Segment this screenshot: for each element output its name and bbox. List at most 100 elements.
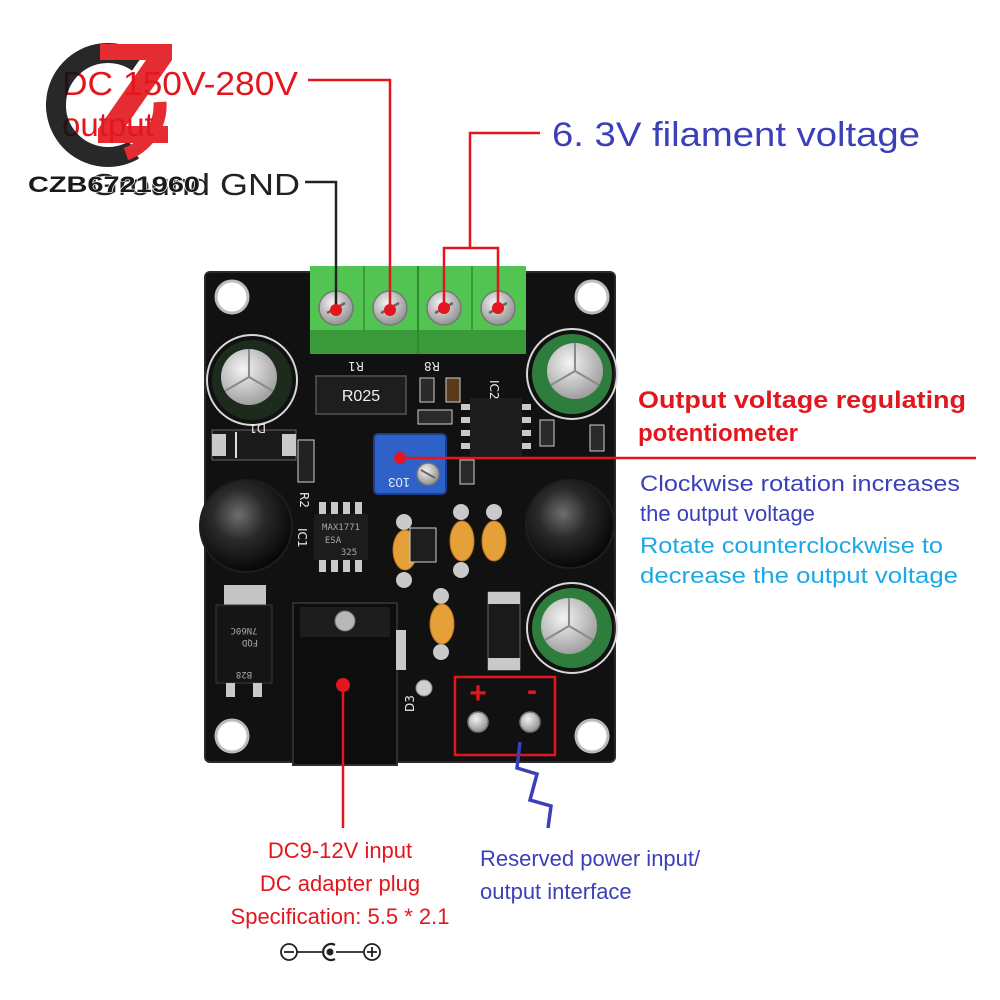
capacitor-vent (224, 349, 274, 392)
logo-watermark: CZB6721960 (28, 172, 200, 197)
cap-pad (433, 644, 449, 660)
ic-pin (331, 560, 338, 572)
cap-pad (453, 504, 469, 520)
cap-pad (396, 514, 412, 530)
filament-terminal-block (417, 266, 526, 354)
ic-pin (343, 560, 350, 572)
smd-part (409, 527, 437, 563)
reserved-port-minus: - (527, 674, 537, 707)
smd-resistor (459, 459, 475, 485)
mosfet-marking-line2: 7N60C (230, 625, 257, 635)
ic-pin (461, 430, 471, 436)
ground-leader-line (305, 180, 338, 310)
cap-body (481, 520, 507, 562)
ic-pin (319, 560, 326, 572)
cap-pad (486, 504, 502, 520)
polarity-center-dot (326, 948, 334, 956)
inductor-left (199, 479, 293, 573)
potentiometer-screw-slot (420, 469, 436, 479)
dc-input-label-line1: DC9-12V input (268, 838, 412, 863)
potentiometer-title-line2: potentiometer (638, 420, 798, 447)
capacitor-vent (544, 598, 594, 641)
reserved-port-label-line2: output interface (480, 879, 632, 904)
potentiometer-title-line1: Output voltage regulating (638, 387, 966, 414)
silk-r2: R2 (297, 492, 311, 508)
filament-leader-line (468, 131, 540, 248)
ic-pin (461, 417, 471, 423)
ceramic-capacitor (429, 588, 455, 660)
ic-body (470, 398, 522, 456)
cap-body (449, 520, 475, 562)
potentiometer: 103 (373, 433, 447, 495)
ic-pin (521, 443, 531, 449)
cap-pad (453, 562, 469, 578)
capacitor-top-left (206, 334, 298, 426)
smd-resistor (419, 377, 435, 403)
filament-terminal-marker-a (438, 302, 450, 314)
silk-r8: R8 (424, 359, 440, 373)
diode-body (487, 591, 521, 671)
cap-pad (433, 588, 449, 604)
high-voltage-terminal-block (310, 266, 418, 354)
mosfet: FQD 7N60C B28 (215, 585, 273, 697)
mounting-hole-top-left (214, 279, 250, 315)
cap-body (429, 603, 455, 645)
ic-pin (331, 502, 338, 514)
ic-pin (521, 430, 531, 436)
diode-vertical (487, 591, 521, 671)
resistor-body (315, 375, 407, 415)
mosfet-lead (253, 683, 262, 697)
ic-pin (461, 443, 471, 449)
diode-pad (488, 658, 520, 670)
smd-resistor (445, 377, 461, 403)
hv-output-leader-line (308, 78, 392, 310)
mosfet-body (215, 604, 273, 684)
clockwise-note-line1: Clockwise rotation increases (640, 471, 960, 496)
smd-resistor (417, 409, 453, 425)
mosfet-marking-line3: B28 (236, 669, 252, 679)
silk-ic2: IC2 (487, 380, 501, 400)
ceramic-capacitor (481, 504, 507, 562)
silk-ic1: IC1 (295, 528, 309, 548)
brand-logo (46, 43, 172, 167)
filament-terminal-marker-b (492, 302, 504, 314)
diode-d1 (211, 429, 297, 461)
logo-z-mark (98, 44, 172, 143)
filament-voltage-label: 6. 3V filament voltage (552, 116, 920, 154)
secondary-ic (461, 398, 531, 456)
silk-d3: D3 (403, 695, 417, 712)
resistor-marking: R025 (342, 388, 380, 405)
reserved-port-label-line1: Reserved power input/ (480, 846, 701, 871)
mosfet-tab (224, 585, 266, 607)
dc-barrel-jack (292, 602, 406, 766)
filament-leader-fork (442, 246, 500, 308)
ceramic-capacitor (449, 504, 475, 578)
silk-r1: R1 (348, 359, 364, 373)
led-d3 (415, 679, 433, 697)
polarity-positive-circle (363, 943, 381, 961)
dc-input-label-line3: Specification: 5.5 * 2.1 (231, 904, 450, 929)
controller-ic: MAX1771 ESA 325 (314, 502, 368, 572)
inductor-right (525, 479, 615, 569)
mosfet-marking-line1: FQD (242, 637, 258, 647)
port-hole-negative (519, 711, 541, 733)
mounting-hole-bottom-right (574, 718, 610, 754)
ic-marking-line1: MAX1771 (322, 523, 360, 533)
reserved-power-port (467, 711, 541, 733)
ic-pin (521, 404, 531, 410)
smd-resistor (539, 419, 555, 447)
hv-output-label-line1: DC 150V-280V (62, 65, 298, 102)
capacitor-top-right (526, 328, 618, 420)
ic-pin (355, 502, 362, 514)
capacitor-silk-ring (526, 328, 618, 420)
jack-pin (334, 610, 356, 632)
mounting-hole-top-right (574, 279, 610, 315)
diode-pad (212, 434, 226, 456)
reserved-port-plus: + (469, 677, 487, 710)
hv-terminal-marker (384, 304, 396, 316)
diode-pad (282, 434, 296, 456)
ic-body (314, 514, 368, 560)
ic-pin (355, 560, 362, 572)
silk-d1: D1 (249, 421, 266, 435)
